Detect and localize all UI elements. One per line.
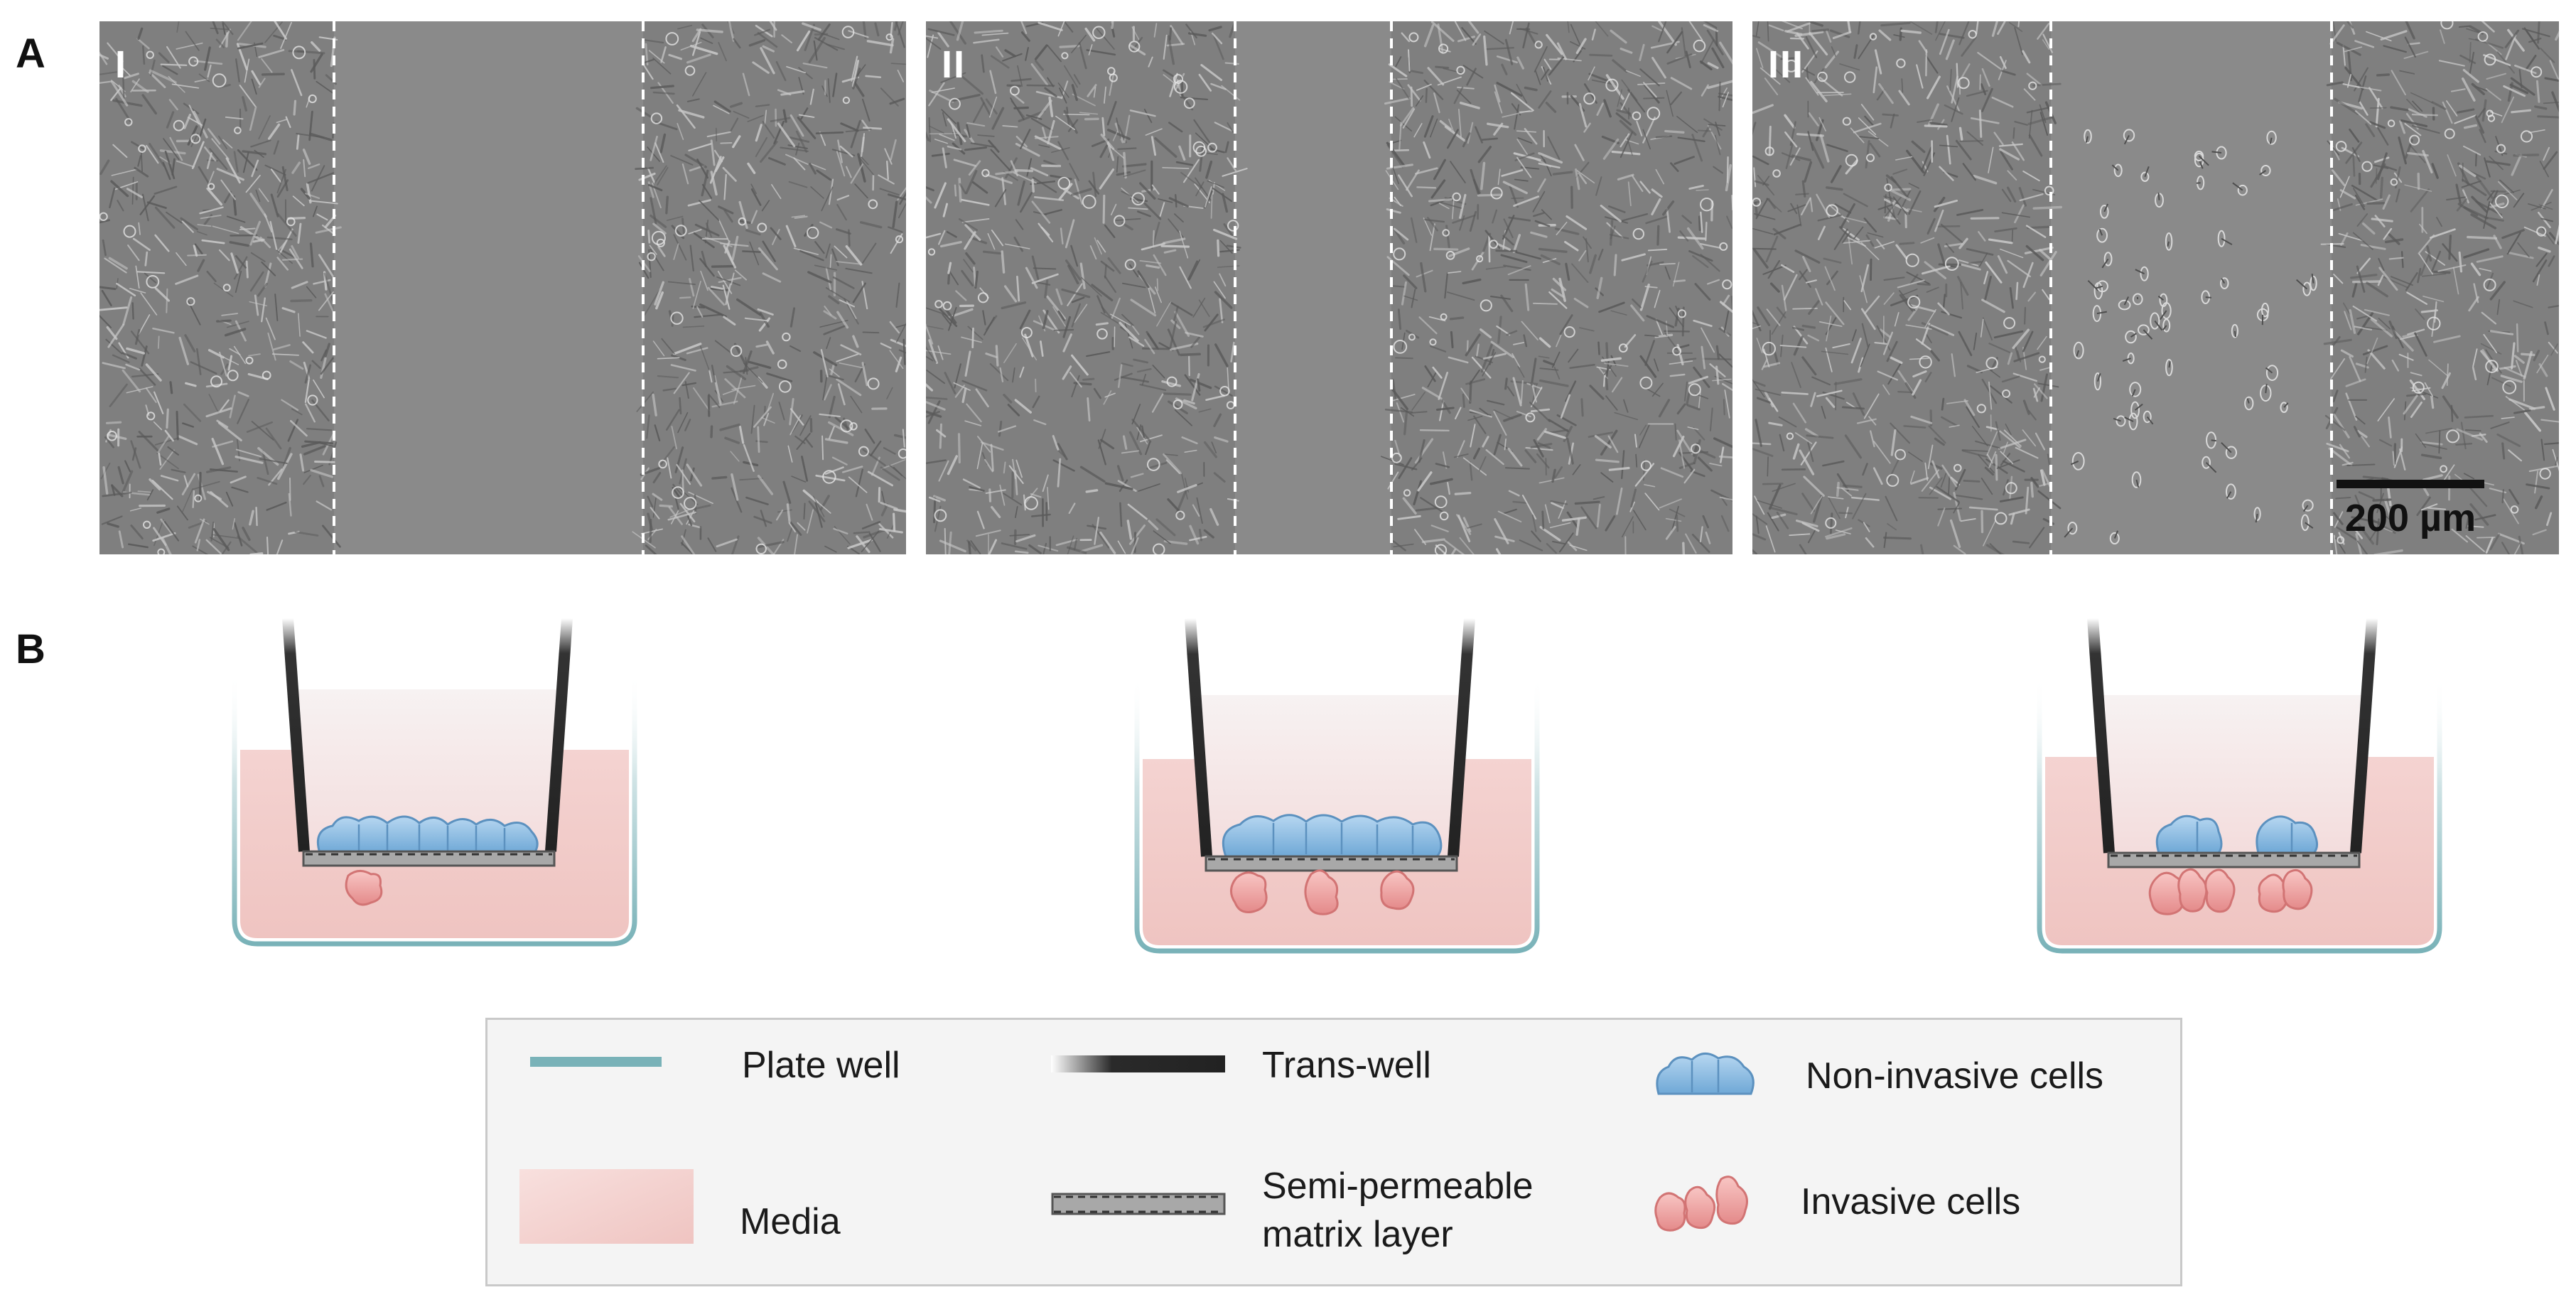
micrograph-3-texture bbox=[1752, 21, 2559, 554]
scale-bar-label: 200 µm bbox=[2344, 497, 2477, 539]
plate-well-icon bbox=[530, 1057, 662, 1067]
invasive-cell bbox=[345, 870, 383, 906]
micrograph-2: II bbox=[926, 21, 1732, 554]
micrograph-2-texture bbox=[926, 21, 1732, 554]
panel-label-b: B bbox=[16, 626, 45, 672]
legend: Plate well Trans-well Non-invasive cells… bbox=[485, 1018, 2182, 1286]
micrograph-3: III 200 µm bbox=[1752, 21, 2559, 554]
micrograph-1-label: I bbox=[115, 43, 128, 86]
media-swatch bbox=[519, 1169, 694, 1244]
legend-matrix-label-line1: Semi-permeable bbox=[1262, 1166, 1534, 1207]
well-diagram-2 bbox=[1134, 618, 1540, 954]
micrograph-2-label: II bbox=[942, 43, 966, 86]
non-invasive-cells bbox=[316, 815, 539, 854]
invasive-cells bbox=[2148, 868, 2313, 915]
scale-bar bbox=[2337, 480, 2484, 488]
non-invasive-cells bbox=[1222, 814, 1443, 858]
legend-non-invasive-label: Non-invasive cells bbox=[1806, 1055, 2104, 1097]
invasive-cells-icon bbox=[1654, 1176, 1748, 1232]
legend-invasive-label: Invasive cells bbox=[1801, 1181, 2021, 1222]
panel-label-a: A bbox=[16, 31, 45, 77]
well-diagram-3 bbox=[2037, 618, 2442, 954]
legend-trans-well-label: Trans-well bbox=[1262, 1045, 1431, 1086]
micrograph-3-label: III bbox=[1768, 43, 1805, 86]
well-diagram-1 bbox=[232, 618, 637, 947]
invasive-cells bbox=[1230, 869, 1415, 915]
non-invasive-cells-icon bbox=[1656, 1053, 1755, 1095]
matrix-layer-icon bbox=[1051, 1193, 1226, 1215]
legend-matrix-label-line2: matrix layer bbox=[1262, 1214, 1453, 1255]
non-invasive-cells bbox=[2155, 814, 2319, 854]
trans-well-icon bbox=[1051, 1055, 1225, 1072]
legend-plate-well-label: Plate well bbox=[742, 1045, 900, 1086]
micrograph-1-texture bbox=[99, 21, 906, 554]
legend-media-label: Media bbox=[740, 1201, 841, 1242]
micrograph-1: I bbox=[99, 21, 906, 554]
